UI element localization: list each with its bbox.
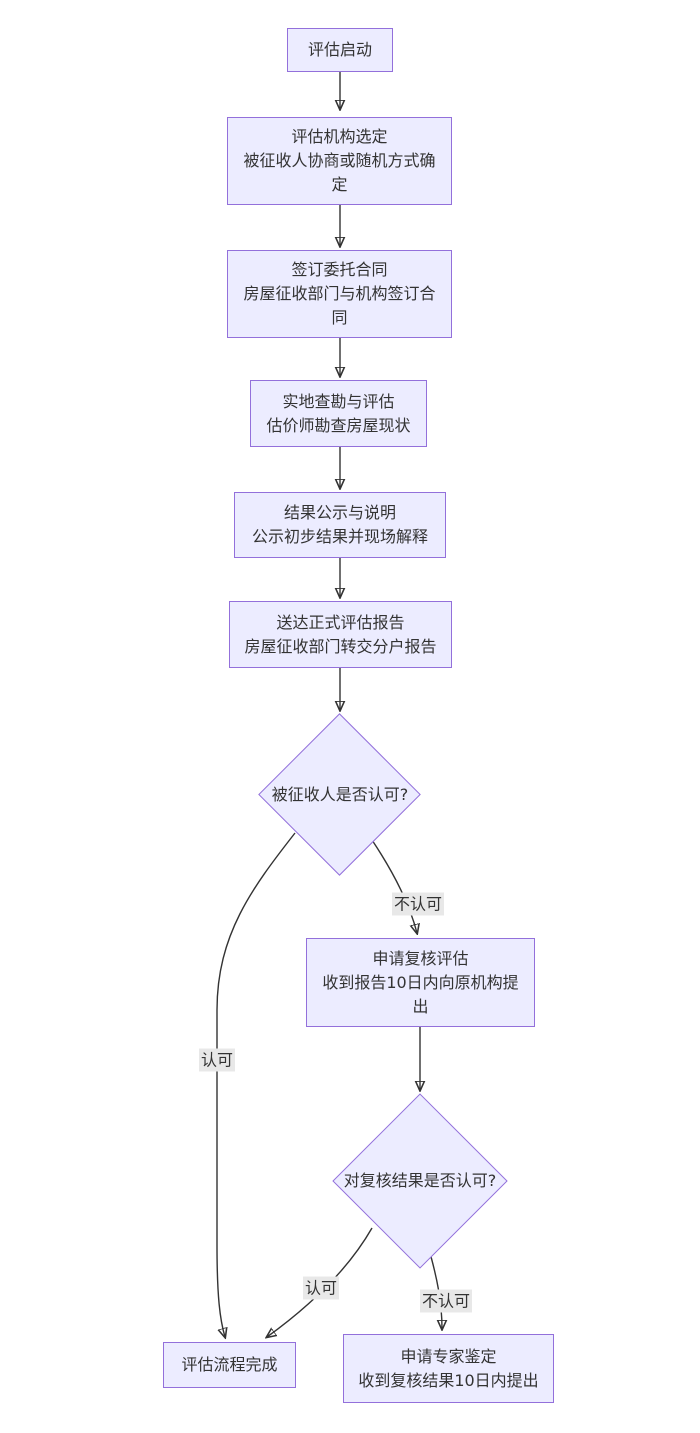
node-label: 申请复核评估	[372, 948, 469, 968]
node-label: 房屋征收部门与机构签订合	[243, 284, 436, 303]
node-label: 被征收人是否认可?	[271, 785, 409, 804]
node-label: 出	[412, 996, 429, 1016]
flow-node-publicity: 结果公示与说明 公示初步结果并现场解释	[234, 492, 446, 558]
node-label: 收到报告10日内向原机构提	[322, 972, 519, 992]
flow-node-complete: 评估流程完成	[163, 1342, 296, 1388]
node-label: 结果公示与说明	[283, 503, 396, 522]
edge-label-approve-2: 认可	[302, 1276, 340, 1300]
node-label: 对复核结果是否认可?	[343, 1171, 497, 1190]
edge-label-approve-1: 认可	[198, 1048, 236, 1072]
node-label: 定	[331, 175, 348, 194]
flow-node-decision-2: 对复核结果是否认可?	[332, 1093, 508, 1269]
node-label: 同	[331, 308, 348, 327]
node-label: 公示初步结果并现场解释	[251, 527, 428, 546]
node-label: 收到复核结果10日内提出	[358, 1370, 539, 1390]
node-label: 签订委托合同	[291, 260, 388, 279]
flow-node-survey: 实地查勘与评估 估价师勘查房屋现状	[250, 380, 427, 447]
node-label: 评估机构选定	[291, 127, 388, 146]
node-label: 估价师勘查房屋现状	[266, 415, 411, 435]
flow-node-review: 申请复核评估 收到报告10日内向原机构提 出	[306, 938, 535, 1027]
edge-decision1-complete	[216, 832, 296, 1337]
edge-label-reject-2: 不认可	[419, 1289, 473, 1313]
flow-node-contract: 签订委托合同 房屋征收部门与机构签订合 同	[227, 250, 452, 338]
node-label: 被征收人协商或随机方式确	[243, 151, 436, 170]
node-label: 评估流程完成	[181, 1355, 278, 1374]
flow-node-start: 评估启动	[287, 28, 393, 72]
flow-node-deliver: 送达正式评估报告 房屋征收部门转交分户报告	[229, 601, 452, 668]
flow-node-expert: 申请专家鉴定 收到复核结果10日内提出	[343, 1334, 554, 1403]
node-label: 送达正式评估报告	[276, 612, 405, 632]
node-label: 实地查勘与评估	[282, 391, 395, 411]
node-label: 申请专家鉴定	[400, 1346, 497, 1366]
flow-node-decision-1: 被征收人是否认可?	[258, 715, 422, 875]
edge-label-reject-1: 不认可	[391, 892, 445, 916]
flow-node-agency: 评估机构选定 被征收人协商或随机方式确 定	[227, 117, 452, 205]
node-label: 房屋征收部门转交分户报告	[244, 636, 437, 656]
node-label: 评估启动	[307, 40, 372, 59]
